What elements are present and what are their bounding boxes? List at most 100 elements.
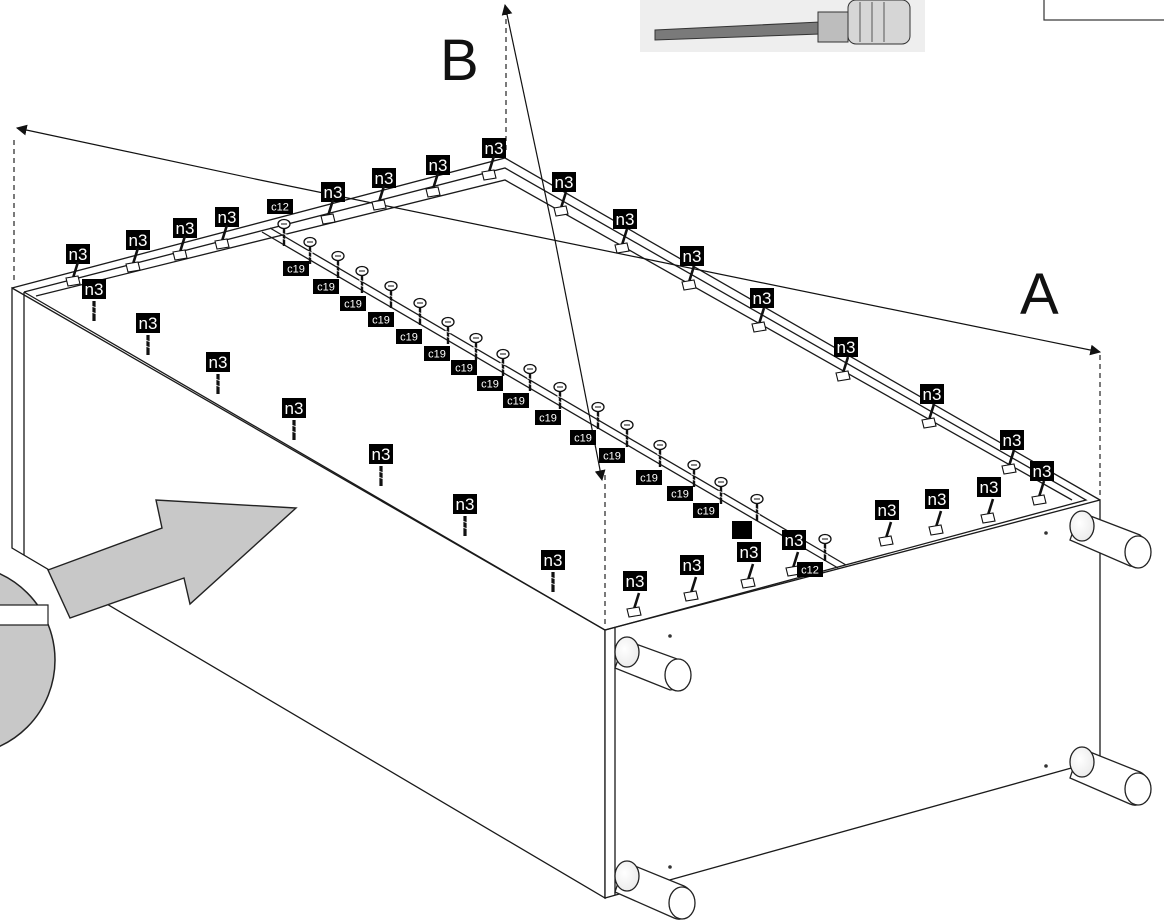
bracket-icon	[614, 228, 630, 254]
n3-label: n3	[626, 572, 645, 591]
c19-label: c19	[697, 506, 715, 518]
n3-label: n3	[980, 478, 999, 497]
n3-label: n3	[837, 338, 856, 357]
dowel-leg	[614, 860, 696, 920]
c19-tag: c19	[368, 312, 394, 327]
n3-label: n3	[218, 208, 237, 227]
n3-tag: n3	[925, 489, 949, 509]
c19-tag: c19	[636, 470, 662, 485]
screw-icon	[714, 476, 728, 504]
cabinet-end-panel	[604, 499, 1101, 899]
screw-icon	[441, 316, 455, 344]
screw-icon	[303, 236, 317, 264]
bracket-icon	[320, 199, 336, 225]
bracket-icon	[835, 356, 851, 382]
magnifier-detail	[0, 573, 56, 747]
bracket-icon	[65, 261, 81, 287]
tape-measure-illustration	[640, 0, 925, 52]
bracket-icon	[683, 576, 699, 602]
bracket-icon	[921, 403, 937, 429]
c19-label: c19	[317, 282, 335, 294]
dowel-leg	[1069, 510, 1152, 569]
n3-label: n3	[375, 169, 394, 188]
fasteners: n3 n3 n3 n3 n3 n3 n3 n3 n3 n3 n3 n3 n3 n3 n3 n3 n3 n3 n3 n3…	[65, 138, 1054, 618]
bracket-icon	[481, 155, 497, 181]
cabinet	[11, 157, 1101, 900]
c12-tag: c12	[267, 199, 293, 214]
n3-tag: n3	[453, 494, 477, 514]
n3-label: n3	[176, 219, 195, 238]
n3-label: n3	[878, 501, 897, 520]
screw-icon	[496, 348, 510, 376]
n3-label: n3	[544, 551, 563, 570]
screw-icon	[290, 420, 298, 440]
c12-label: c12	[801, 565, 819, 577]
screw-icon	[355, 265, 369, 293]
bracket-icon	[980, 498, 996, 524]
c19-label: c19	[455, 363, 473, 375]
n3-tag: n3	[680, 246, 704, 266]
n3-label: n3	[69, 245, 88, 264]
screw-icon	[331, 250, 345, 278]
n3-tag: n3	[680, 555, 704, 575]
screw-icon	[469, 332, 483, 360]
n3-tag: n3	[282, 398, 306, 418]
n3-tag: n3	[920, 384, 944, 404]
c19-tag: c19	[396, 329, 422, 344]
n3-label: n3	[372, 445, 391, 464]
c12-tag: c12	[797, 562, 823, 577]
screw-icon	[687, 459, 701, 487]
n3-tag: n3	[66, 244, 90, 264]
c19-tag: c19	[535, 410, 561, 425]
c19-tag: c19	[570, 430, 596, 445]
c19-tag: c19	[477, 376, 503, 391]
screw-icon	[384, 280, 398, 308]
n3-tag: n3	[541, 550, 565, 570]
n3-label: n3	[429, 156, 448, 175]
direction-arrow	[47, 499, 298, 619]
bracket-icon	[553, 191, 569, 217]
dowel-legs	[614, 510, 1152, 920]
c19-label: c19	[603, 451, 621, 463]
c12-label: c12	[271, 202, 289, 214]
bracket-icon	[928, 510, 944, 536]
bracket-icon	[125, 247, 141, 273]
n3-tag: n3	[552, 172, 576, 192]
n3-label: n3	[485, 139, 504, 158]
n3-tag: n3	[173, 218, 197, 238]
n3-label: n3	[740, 543, 759, 562]
screw-icon	[653, 439, 667, 467]
n3-tag: n3	[623, 571, 647, 591]
screw-icon	[90, 301, 98, 321]
n3-tag: n3	[482, 138, 506, 158]
n3-label: n3	[324, 183, 343, 202]
dimension-label-a: A	[1020, 262, 1059, 327]
dimension-guides	[13, 10, 1101, 625]
c19-label: c19	[400, 332, 418, 344]
n3-label: n3	[285, 399, 304, 418]
c19-label: c19	[539, 413, 557, 425]
n3-tag: n3	[206, 352, 230, 372]
n3-tag: n3	[215, 207, 239, 227]
c19-label: c19	[372, 315, 390, 327]
middle-rail	[261, 231, 839, 569]
c19-tag: c19	[599, 448, 625, 463]
c19-tag: c19	[693, 503, 719, 518]
bracket-icon	[878, 521, 894, 547]
dowel-leg	[1069, 746, 1152, 806]
screw-icon	[818, 533, 832, 561]
n3-label: n3	[683, 247, 702, 266]
c19-tag: c19	[667, 486, 693, 501]
screw-icon	[620, 419, 634, 447]
c19-label: c19	[428, 349, 446, 361]
dimension-label-b: B	[440, 28, 479, 93]
c19-tag: c19	[451, 360, 477, 375]
n3-tag: n3	[426, 155, 450, 175]
n3-label: n3	[928, 490, 947, 509]
c19-label: c19	[671, 489, 689, 501]
corner-frame	[1043, 0, 1164, 21]
bracket-icon	[751, 307, 767, 333]
n3-label: n3	[85, 280, 104, 299]
n3-label: n3	[1003, 431, 1022, 450]
bracket-icon	[425, 172, 441, 198]
